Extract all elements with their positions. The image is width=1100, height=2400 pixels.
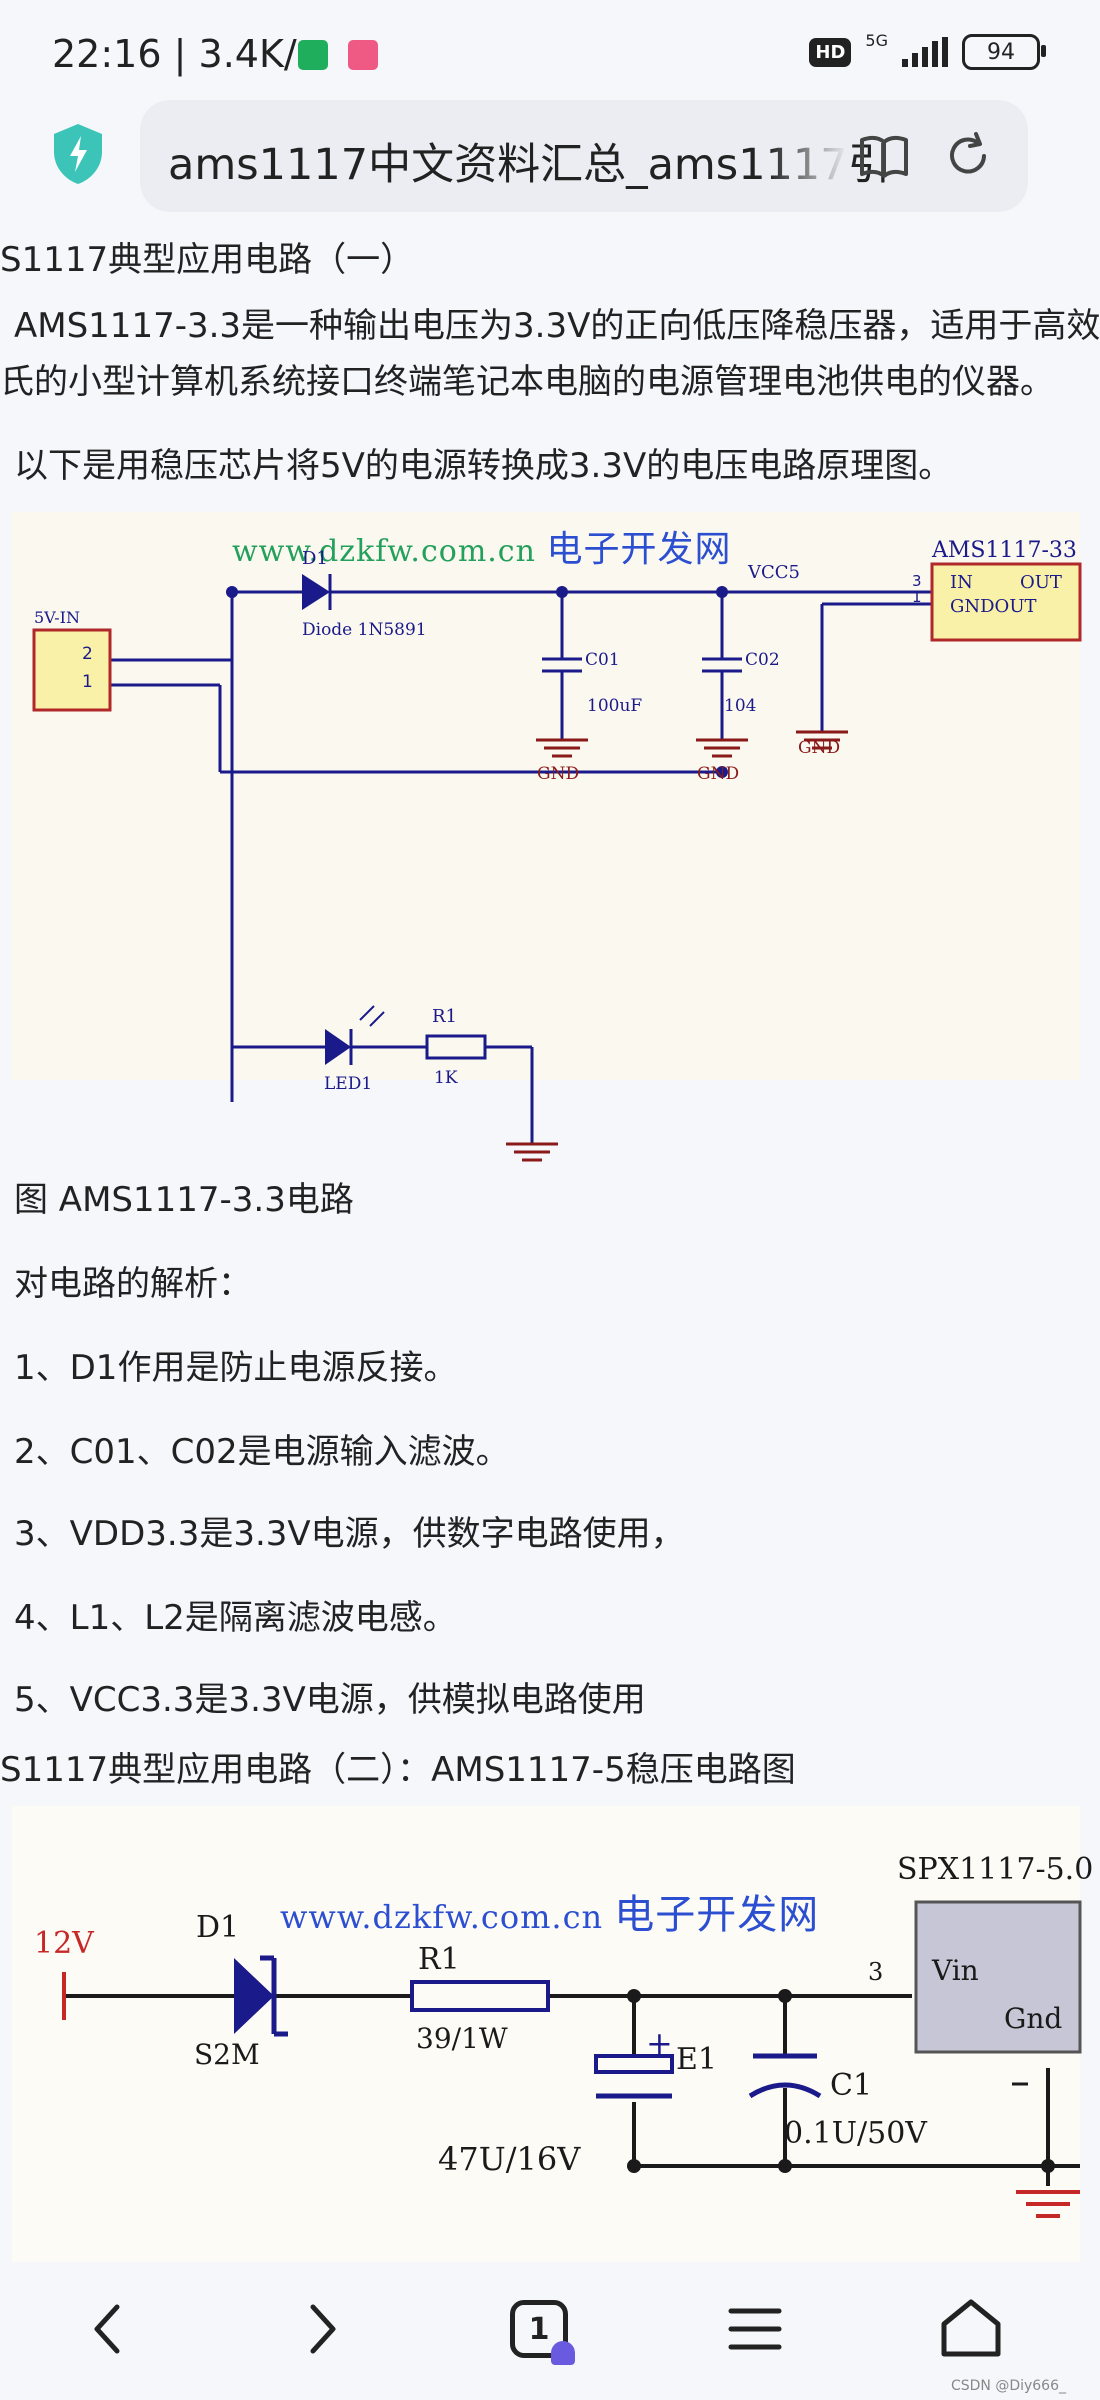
chip-pin-1: 1 bbox=[912, 588, 922, 606]
security-shield-icon[interactable] bbox=[50, 122, 106, 186]
article-content: S1117典型应用电路（一） AMS1117-3.3是一种输出电压为3.3V的正… bbox=[0, 232, 1100, 2262]
figure-caption: 图 AMS1117-3.3电路 bbox=[14, 1180, 354, 1220]
cap-e1-plus: + bbox=[646, 2024, 673, 2062]
chip-label: SPX1117-5.0 bbox=[897, 1852, 1094, 1887]
chip-pin-3: 3 bbox=[868, 1958, 884, 1986]
analysis-item-4: 4、L1、L2是隔离滤波电感。 bbox=[14, 1598, 457, 1638]
network-speed: 3.4K/s bbox=[198, 32, 317, 76]
cap-e1-label: E1 bbox=[676, 2042, 717, 2077]
chip-label: AMS1117-33 bbox=[932, 538, 1077, 563]
connector-pin-1: 1 bbox=[82, 672, 93, 692]
back-button[interactable] bbox=[62, 2284, 152, 2374]
resistor-label: R1 bbox=[418, 1942, 460, 1977]
download-notification-icon bbox=[298, 40, 328, 70]
diode-label: D1 bbox=[302, 548, 328, 569]
chevron-left-icon bbox=[94, 2304, 120, 2354]
incognito-ghost-icon bbox=[551, 2341, 575, 2365]
cap-c02-value: 104 bbox=[724, 696, 757, 716]
hd-voice-icon: HD bbox=[809, 37, 852, 67]
vcc-label: VCC5 bbox=[748, 562, 800, 583]
diode-part: Diode 1N5891 bbox=[302, 620, 427, 640]
app-notification-icon bbox=[348, 40, 378, 70]
battery-level: 94 bbox=[987, 39, 1015, 65]
signal-strength-icon bbox=[902, 37, 948, 67]
paragraph-line-2: 氏的小型计算机系统接口终端笔记本电脑的电源管理电池供电的仪器。 bbox=[0, 362, 1054, 402]
status-bar: 22:16 | 3.4K/s HD 5G 94 bbox=[0, 0, 1080, 100]
supply-label: 12V bbox=[34, 1926, 94, 1961]
bottom-navigation: 1 CSDN @Diy666_ bbox=[0, 2262, 1080, 2400]
cap-c1-label: C1 bbox=[830, 2068, 873, 2103]
watermark-cn: 电子开发网 bbox=[546, 529, 732, 570]
address-bar[interactable]: ams1117中文资料汇总_ams1117引 bbox=[140, 100, 1028, 212]
diode-part: S2M bbox=[194, 2038, 260, 2071]
watermark-cn: 电子开发网 bbox=[614, 1892, 820, 1938]
home-button[interactable] bbox=[926, 2284, 1016, 2374]
chip-vin-label: Vin bbox=[932, 1954, 979, 1987]
chip-pin-3: 3 bbox=[912, 572, 922, 590]
circuit-diagram-2: www.dzkfw.com.cn 电子开发网 SPX1117-5.0 12V D… bbox=[12, 1806, 1093, 2262]
watermark-url: www.dzkfw.com.cn bbox=[280, 1898, 604, 1936]
resistor-label: R1 bbox=[432, 1006, 458, 1027]
analysis-item-1: 1、D1作用是防止电源反接。 bbox=[14, 1348, 458, 1388]
forward-button[interactable] bbox=[278, 2284, 368, 2374]
diode-label: D1 bbox=[196, 1910, 240, 1945]
resistor-value: 1K bbox=[434, 1068, 458, 1088]
status-divider: | bbox=[173, 32, 187, 76]
tabs-button[interactable]: 1 bbox=[494, 2284, 584, 2374]
chip-gnd-label: Gnd bbox=[1004, 2002, 1063, 2035]
tabs-icon: 1 bbox=[510, 2300, 575, 2365]
watermark-url: www.dzkfw.com.cn bbox=[232, 534, 536, 569]
gnd-label-2: GND bbox=[697, 764, 740, 784]
paragraph-intro: 以下是用稳压芯片将5V的电源转换成3.3V的电压电路原理图。 bbox=[14, 446, 953, 486]
section-heading-1: S1117典型应用电路（一） bbox=[0, 240, 415, 280]
cap-c1-value: 0.1U/50V bbox=[784, 2116, 927, 2151]
cap-c02-label: C02 bbox=[745, 650, 780, 670]
schematic-ams1117-33 bbox=[32, 562, 1082, 1162]
reload-icon[interactable] bbox=[940, 128, 996, 184]
section-heading-2: S1117典型应用电路（二）：AMS1117-5稳压电路图 bbox=[0, 1750, 796, 1790]
network-type: 5G bbox=[865, 30, 888, 50]
analysis-item-3: 3、VDD3.3是3.3V电源，供数字电路使用， bbox=[14, 1514, 685, 1554]
gnd-label-1: GND bbox=[537, 764, 580, 784]
battery-icon: 94 bbox=[962, 34, 1046, 70]
cap-e1-value: 47U/16V bbox=[438, 2140, 581, 2178]
chevron-right-icon bbox=[310, 2304, 336, 2354]
chip-gnd-label: GNDOUT bbox=[950, 596, 1037, 617]
analysis-item-5: 5、VCC3.3是3.3V电源，供模拟电路使用 bbox=[14, 1680, 646, 1720]
analysis-item-2: 2、C01、C02是电源输入滤波。 bbox=[14, 1432, 510, 1472]
home-icon bbox=[941, 2299, 1001, 2357]
paragraph-line-1: AMS1117-3.3是一种输出电压为3.3V的正向低压降稳压器，适用于高效 bbox=[14, 306, 1100, 346]
schematic-spx1117-5 bbox=[62, 1900, 1082, 2218]
menu-button[interactable] bbox=[710, 2284, 800, 2374]
reader-mode-icon[interactable] bbox=[856, 128, 912, 184]
chip-out-label: OUT bbox=[1020, 572, 1062, 593]
led-label: LED1 bbox=[324, 1074, 373, 1094]
url-text[interactable]: ams1117中文资料汇总_ams1117引 bbox=[168, 130, 891, 192]
csdn-credit: CSDN @Diy666_ bbox=[950, 2378, 1066, 2394]
chip-in-label: IN bbox=[950, 572, 973, 593]
hamburger-menu-icon bbox=[728, 2308, 782, 2350]
connector-label: 5V-IN bbox=[34, 608, 80, 627]
connector-pin-2: 2 bbox=[82, 644, 93, 664]
resistor-value: 39/1W bbox=[416, 2022, 508, 2055]
analysis-title: 对电路的解析： bbox=[14, 1264, 252, 1304]
status-time: 22:16 bbox=[52, 32, 162, 76]
cap-c01-label: C01 bbox=[585, 650, 620, 670]
cap-c01-value: 100uF bbox=[587, 696, 643, 716]
gnd-label-3: GND bbox=[798, 738, 841, 758]
tab-count: 1 bbox=[528, 2311, 550, 2347]
circuit-diagram-1: www.dzkfw.com.cn 电子开发网 5V-IN 2 1 D1 Diod… bbox=[12, 512, 1082, 1162]
